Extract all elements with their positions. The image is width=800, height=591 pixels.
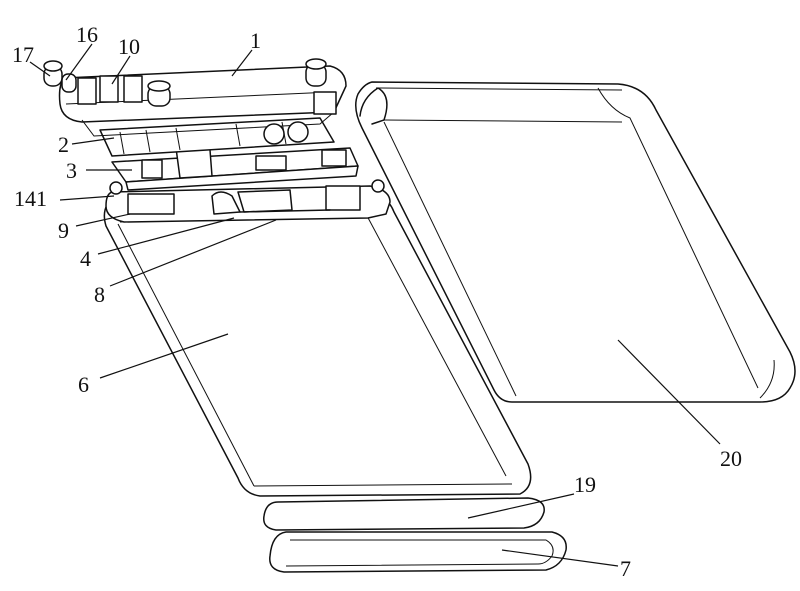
label-7: 7 [620, 556, 631, 581]
label-1: 1 [250, 28, 261, 53]
label-141: 141 [14, 186, 47, 211]
label-17: 17 [12, 42, 34, 67]
label-3: 3 [66, 158, 77, 183]
part-7-bottom-cover [270, 532, 566, 572]
part-19-gasket [264, 498, 544, 530]
label-9: 9 [58, 218, 69, 243]
post-center [148, 81, 170, 106]
label-10: 10 [118, 34, 140, 59]
label-2: 2 [58, 132, 69, 157]
label-4: 4 [80, 246, 91, 271]
label-20: 20 [720, 446, 742, 471]
post-right [306, 59, 326, 86]
label-6: 6 [78, 372, 89, 397]
label-16: 16 [76, 22, 98, 47]
label-8: 8 [94, 282, 105, 307]
label-19: 19 [574, 472, 596, 497]
